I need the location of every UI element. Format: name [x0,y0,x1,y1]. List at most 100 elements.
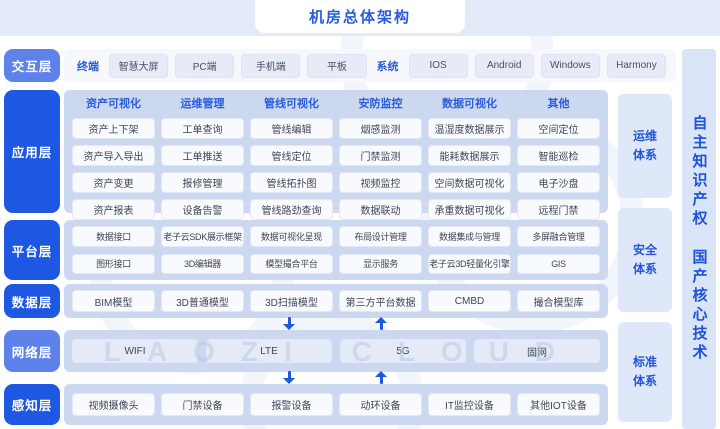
layer-label-platform: 平台层 [4,220,60,280]
right-banner: 自主知识产权 国产核心技术 [682,49,716,429]
network-item: LTE [206,339,332,363]
interaction-item: 智慧大屏 [109,53,169,78]
app-item: 管线拓扑图 [250,172,333,193]
platform-item: 数据集成与管理 [428,226,511,247]
page-title: 机房总体架构 [308,9,411,26]
data-band: BIM模型 3D普通模型 3D扫描模型 第三方平台数据 CMBD 撮合模型库 [64,284,608,318]
network-item: WIFI [72,339,198,363]
interaction-item: 手机端 [241,53,301,78]
data-item: 撮合模型库 [517,290,600,312]
app-item: 能耗数据展示 [428,145,511,166]
down-arrow-icon [283,317,295,330]
data-item: 3D普通模型 [161,290,244,312]
perception-item: 动环设备 [339,393,422,416]
app-item: 工单查询 [161,118,244,139]
perception-item: 门禁设备 [161,393,244,416]
app-column: 安防监控 烟感监测 门禁监测 视频监控 数据联动 [339,94,422,220]
data-item: 第三方平台数据 [339,290,422,312]
layer-label-perception: 感知层 [4,384,60,425]
layer-label-data: 数据层 [4,284,60,318]
network-item: 5G [340,339,466,363]
platform-item: 数据可视化呈现 [250,226,333,247]
system-box-label: 标准体系 [632,355,657,388]
down-arrow-icon [283,371,295,384]
interaction-item: PC端 [175,53,235,78]
platform-item: 多屏融合管理 [517,226,600,247]
data-item: BIM模型 [72,290,155,312]
perception-band: 视频摄像头 门禁设备 报警设备 动环设备 IT监控设备 其他IOT设备 [64,384,608,425]
platform-item: 模型撮合平台 [250,253,333,274]
category-header: 其他 [547,98,570,110]
network-band: WIFI LTE 5G 固网 [64,330,608,372]
layer-label-application: 应用层 [4,90,60,213]
right-banner-text: 国产核心技术 [690,249,708,363]
layer-label-network: 网络层 [4,330,60,372]
interaction-item: Windows [540,53,600,78]
right-banner-text: 自主知识产权 [690,115,708,229]
platform-item: 3D编辑器 [161,253,244,274]
app-item: 智能巡检 [517,145,600,166]
app-item: 温湿度数据展示 [428,118,511,139]
app-column: 运维管理 工单查询 工单推送 报修管理 设备告警 [161,94,244,220]
app-column: 资产可视化 资产上下架 资产导入导出 资产变更 资产报表 [72,94,155,220]
interaction-band: 终端 智慧大屏 PC端 手机端 平板 系统 IOS Android Window… [64,49,676,82]
app-item: 管线定位 [250,145,333,166]
platform-item: 老子云3D轻量化引擎 [428,253,511,274]
interaction-item: Harmony [606,53,666,78]
system-box-operations: 运维体系 [618,94,672,198]
platform-item: 图形接口 [72,253,155,274]
system-box-label: 运维体系 [632,129,657,162]
up-arrow-icon [375,317,387,330]
app-item: 远程门禁 [517,199,600,220]
application-band: 资产可视化 资产上下架 资产导入导出 资产变更 资产报表 运维管理 工单查询 工… [64,90,608,220]
interaction-item: Android [474,53,534,78]
app-item: 承重数据可视化 [428,199,511,220]
layer-label-interaction: 交互层 [4,49,60,82]
data-item: CMBD [428,290,511,312]
interaction-item: 平板 [307,53,367,78]
app-item: 烟感监测 [339,118,422,139]
group-label-terminal: 终端 [77,60,99,73]
app-column: 数据可视化 温湿度数据展示 能耗数据展示 空间数据可视化 承重数据可视化 [428,94,511,220]
network-item: 固网 [474,339,600,363]
app-item: 数据联动 [339,199,422,220]
perception-item: 其他IOT设备 [517,393,600,416]
platform-item: GIS [517,253,600,274]
app-item: 电子沙盘 [517,172,600,193]
platform-item: 老子云SDK展示框架 [161,226,244,247]
app-item: 工单推送 [161,145,244,166]
data-item: 3D扫描模型 [250,290,333,312]
app-item: 空间定位 [517,118,600,139]
perception-item: 报警设备 [250,393,333,416]
platform-band: 数据接口 老子云SDK展示框架 数据可视化呈现 布局设计管理 数据集成与管理 多… [64,220,608,280]
title-container: 机房总体架构 [255,0,465,33]
system-box-label: 安全体系 [632,243,657,276]
app-item: 管线路劲查询 [250,199,333,220]
system-box-security: 安全体系 [618,208,672,312]
app-item: 资产报表 [72,199,155,220]
app-item: 视频监控 [339,172,422,193]
app-item: 报修管理 [161,172,244,193]
category-header: 管线可视化 [264,98,319,110]
app-item: 资产导入导出 [72,145,155,166]
app-column: 其他 空间定位 智能巡检 电子沙盘 远程门禁 [517,94,600,220]
group-label-system: 系统 [376,60,399,73]
category-header: 资产可视化 [86,98,141,110]
app-item: 门禁监测 [339,145,422,166]
category-header: 数据可视化 [442,98,497,110]
perception-item: IT监控设备 [428,393,511,416]
interaction-item: IOS [408,53,468,78]
platform-item: 布局设计管理 [339,226,422,247]
category-header: 运维管理 [180,98,225,110]
app-item: 资产上下架 [72,118,155,139]
app-column: 管线可视化 管线编辑 管线定位 管线拓扑图 管线路劲查询 [250,94,333,220]
app-item: 设备告警 [161,199,244,220]
up-arrow-icon [375,371,387,384]
perception-item: 视频摄像头 [72,393,155,416]
app-item: 资产变更 [72,172,155,193]
app-item: 空间数据可视化 [428,172,511,193]
platform-item: 显示服务 [339,253,422,274]
system-box-standards: 标准体系 [618,322,672,422]
app-item: 管线编辑 [250,118,333,139]
